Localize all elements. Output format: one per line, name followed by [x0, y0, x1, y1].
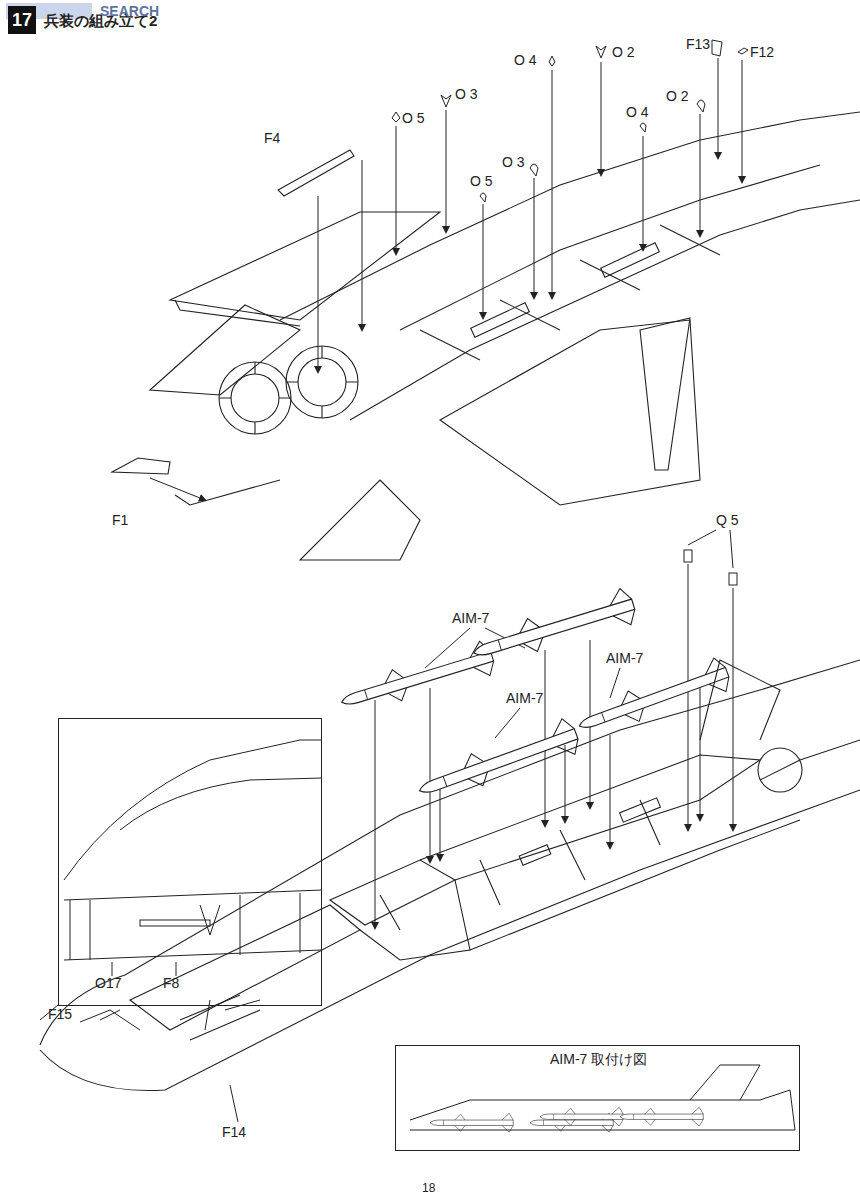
part-number: O 4 — [626, 104, 649, 120]
watermark: SEARCH — [100, 3, 159, 19]
callout-label: AIM-7 取付け図 — [550, 1051, 647, 1067]
small-parts — [392, 40, 748, 585]
detail-inset: O17 F8 — [58, 718, 322, 1006]
callout-label: F8 — [163, 975, 179, 991]
part-number: F1 — [112, 512, 128, 528]
part-number: F15 — [48, 1006, 72, 1022]
callout-label: O17 — [95, 975, 121, 991]
part-number: F12 — [750, 44, 774, 60]
callout-label: 17 — [12, 10, 32, 30]
part-name: AIM-7 — [506, 690, 543, 706]
part-number: O 4 — [514, 52, 537, 68]
part-number: O 3 — [502, 154, 525, 170]
part-number: F14 — [222, 1124, 246, 1140]
part-number: F13 — [686, 36, 710, 52]
part-number: O 3 — [455, 86, 478, 102]
leader-lines — [40, 58, 742, 1122]
part-name: AIM-7 — [606, 650, 643, 666]
bottom-aircraft — [40, 660, 860, 1091]
part-number: F4 — [264, 130, 280, 146]
step-number: 17 — [8, 6, 36, 34]
aim7-inset: AIM-7 取付け図 — [395, 1045, 800, 1151]
part-number: O 2 — [612, 44, 635, 60]
page-number: 18 — [422, 1180, 435, 1196]
top-aircraft — [112, 112, 860, 560]
part-number: O 2 — [666, 88, 689, 104]
inset-art — [64, 740, 795, 1132]
part-number: Q 5 — [716, 512, 739, 528]
part-number: O 5 — [402, 110, 425, 126]
part-name: AIM-7 — [452, 610, 489, 626]
part-number: O 5 — [470, 173, 493, 189]
missiles — [337, 586, 734, 808]
